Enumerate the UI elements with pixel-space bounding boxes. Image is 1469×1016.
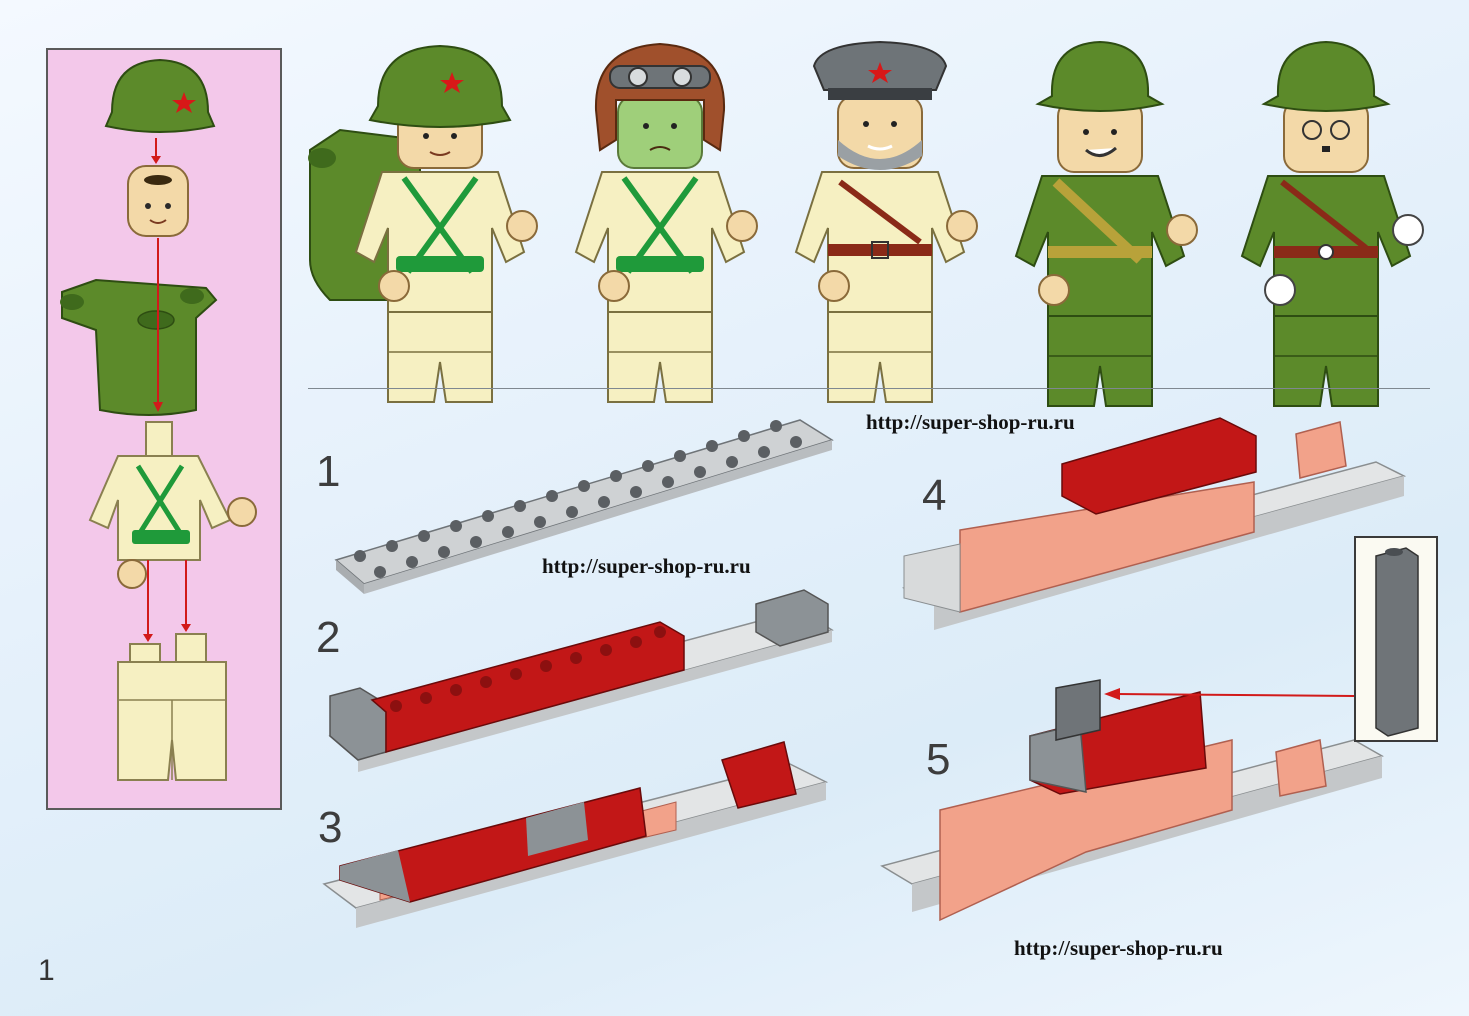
watermark-url-top: http://super-shop-ru.ru	[866, 410, 1075, 434]
legs-part	[117, 633, 227, 781]
step-3-bricks	[322, 741, 829, 928]
head-part	[127, 165, 189, 237]
step-number-1: 1	[316, 447, 341, 496]
page-number: 1	[38, 954, 55, 987]
watermark-url-middle: http://super-shop-ru.ru	[542, 554, 751, 578]
figure-enemy-officer	[1241, 40, 1424, 407]
red-star-icon	[440, 72, 464, 93]
torso-part	[88, 421, 257, 589]
step-1-plate	[334, 419, 834, 594]
figure-enemy-soldier	[1015, 40, 1198, 407]
step-number-2: 2	[316, 613, 341, 662]
section-divider	[308, 388, 1430, 389]
step-4-wall	[901, 417, 1407, 630]
backpack-part	[60, 278, 218, 416]
helmet-part	[104, 58, 216, 133]
red-star-icon	[868, 62, 892, 83]
watermark-url-bottom: http://super-shop-ru.ru	[1014, 936, 1223, 960]
figure-officer	[795, 40, 978, 403]
step-2-bricks	[328, 589, 834, 772]
red-star-icon	[172, 92, 196, 113]
figure-soldier-with-backpack	[308, 44, 538, 403]
arrow-icon	[1104, 688, 1120, 700]
step-number-3: 3	[318, 803, 343, 852]
figure-pilot	[575, 42, 758, 403]
step-number-4: 4	[922, 471, 947, 520]
step-number-5: 5	[926, 735, 951, 784]
step-5-wall	[880, 679, 1384, 922]
